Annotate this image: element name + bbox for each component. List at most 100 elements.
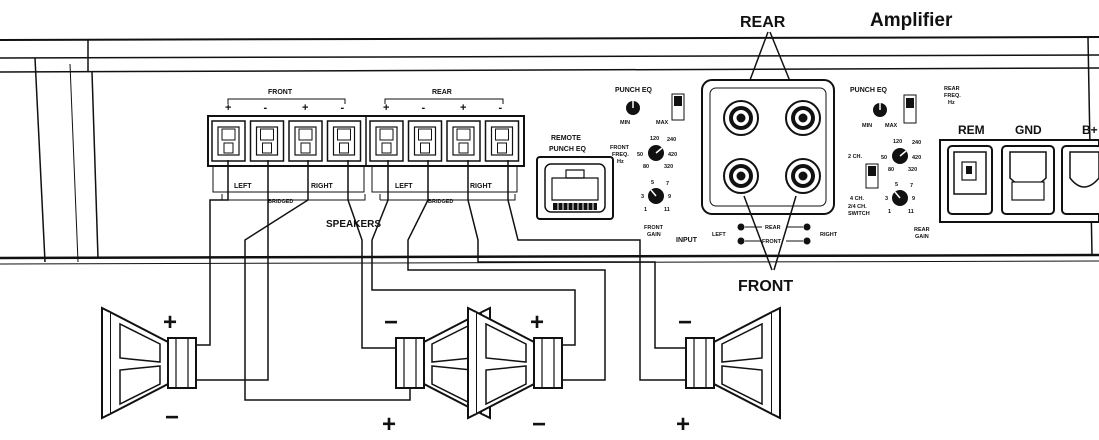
front-gain-tick-11: 11 xyxy=(664,207,670,213)
remote-label-1: REMOTE xyxy=(551,135,581,142)
speakers-label: SPEAKERS xyxy=(326,219,381,230)
speaker-terminal-4[interactable] xyxy=(326,120,362,162)
rear-gain-tick-1: 1 xyxy=(888,209,891,215)
power-terminal-block: REM GND B+ xyxy=(939,123,1099,223)
rear-gain-tick-11: 11 xyxy=(908,209,914,215)
speaker-1-bottom-sign: − xyxy=(165,404,179,431)
rear-gain-tick-7: 7 xyxy=(910,183,913,189)
rca-input-panel: INPUT LEFT RIGHT REAR FRONT xyxy=(676,79,838,245)
front-rca-callout: FRONT xyxy=(738,278,793,295)
terminal-polarity-5: + xyxy=(383,102,389,114)
rear-gain-label-2: GAIN xyxy=(915,234,929,240)
speaker-terminal-block: FRONT REAR +-+-+-+- LEFT RIGHT LEFT RIGH… xyxy=(207,89,525,230)
rear-right-label: RIGHT xyxy=(470,183,493,190)
front-gain-tick-9: 9 xyxy=(668,194,671,200)
rear-group-label: REAR xyxy=(432,89,452,96)
bplus-terminal[interactable] xyxy=(1061,145,1099,215)
speaker-terminal-3[interactable] xyxy=(288,120,323,162)
front-gain-tick-3: 3 xyxy=(641,194,644,200)
rca-front-right-jack[interactable] xyxy=(785,158,821,194)
terminal-polarity-7: + xyxy=(460,102,466,114)
front-gain-label-2: GAIN xyxy=(647,232,661,238)
rem-terminal[interactable] xyxy=(947,145,993,215)
front-freq-label-3: Hz xyxy=(617,159,624,165)
bplus-label: B+ xyxy=(1082,123,1098,137)
front-freq-label-2: FREQ. xyxy=(612,152,629,158)
speaker-4-top-sign: − xyxy=(678,309,692,336)
ch-switch-2ch: 2 CH. xyxy=(848,154,863,160)
rear-freq-tick-50: 50 xyxy=(881,155,887,161)
rear-gain-tick-9: 9 xyxy=(912,196,915,202)
ch-switch-24ch: 2/4 CH. xyxy=(848,204,867,210)
speaker-4-bottom-sign: + xyxy=(676,411,690,438)
front-freq-label-1: FRONT xyxy=(610,145,630,151)
terminal-polarity-1: + xyxy=(225,102,231,114)
rear-freq-label-2: FREQ. xyxy=(944,93,961,99)
rear-gain-label-1: REAR xyxy=(914,227,930,233)
rca-rear-right-jack[interactable] xyxy=(785,100,821,136)
remote-label-2: PUNCH EQ xyxy=(549,146,587,153)
speaker-1 xyxy=(101,306,197,420)
speaker-3-top-sign: + xyxy=(530,309,544,336)
speaker-3-bottom-sign: − xyxy=(532,411,546,438)
speaker-1-top-sign: + xyxy=(163,309,177,336)
front-controls: PUNCH EQ MIN MAX FRONT FREQ. Hz 120 240 … xyxy=(610,87,685,238)
speaker-2-top-sign: − xyxy=(384,309,398,336)
rear-controls: PUNCH EQ MIN MAX REAR FREQ. Hz 2 CH. 4 C… xyxy=(848,86,961,240)
rear-rca-callout: REAR xyxy=(740,14,786,31)
remote-punch-eq-port: REMOTE PUNCH EQ xyxy=(536,135,614,220)
speaker-terminal-1[interactable] xyxy=(211,120,246,162)
speaker-terminal-2[interactable] xyxy=(249,120,285,162)
punch-eq-2-max: MAX xyxy=(885,123,898,129)
punch-eq-1-label: PUNCH EQ xyxy=(615,87,653,94)
speaker-4 xyxy=(685,306,781,420)
front-freq-tick-240: 240 xyxy=(667,137,676,143)
rear-freq-tick-120: 120 xyxy=(893,139,902,145)
front-right-label: RIGHT xyxy=(311,183,334,190)
rear-freq-tick-420: 420 xyxy=(912,155,921,161)
terminal-polarity-6: - xyxy=(422,102,426,114)
rear-bracket xyxy=(384,98,504,104)
rca-front-left-jack[interactable] xyxy=(723,158,759,194)
front-freq-tick-320: 320 xyxy=(664,164,673,170)
rear-freq-tick-240: 240 xyxy=(912,140,921,146)
rear-freq-tick-320: 320 xyxy=(908,167,917,173)
front-callout-arrows xyxy=(743,195,797,271)
front-bracket xyxy=(227,98,346,104)
terminal-polarity-8: - xyxy=(499,102,503,114)
rear-gain-tick-3: 3 xyxy=(885,196,888,202)
front-freq-tick-120: 120 xyxy=(650,136,659,142)
speaker-terminal-5[interactable] xyxy=(369,120,404,162)
front-group-label: FRONT xyxy=(268,89,293,96)
ch-switch-label: SWITCH xyxy=(848,211,870,217)
terminal-polarity-3: + xyxy=(302,102,308,114)
speaker-terminal-6[interactable] xyxy=(407,120,443,162)
front-gain-tick-5: 5 xyxy=(651,180,654,186)
input-left-label: LEFT xyxy=(712,232,726,238)
speaker-3 xyxy=(467,306,563,420)
front-bridged-label: BRIDGED xyxy=(268,199,293,205)
input-right-label: RIGHT xyxy=(820,232,838,238)
gnd-terminal[interactable] xyxy=(1001,145,1055,215)
punch-eq-2-min: MIN xyxy=(862,123,872,129)
ch-switch-4ch: 4 CH. xyxy=(850,196,865,202)
speaker-terminal-7[interactable] xyxy=(446,120,481,162)
front-gain-tick-1: 1 xyxy=(644,207,647,213)
rear-freq-label-1: REAR xyxy=(944,86,960,92)
punch-eq-1-min: MIN xyxy=(620,120,630,126)
front-freq-tick-80: 80 xyxy=(643,164,649,170)
rear-gain-tick-5: 5 xyxy=(895,182,898,188)
speaker-wires xyxy=(196,160,686,401)
rear-freq-label-3: Hz xyxy=(948,100,955,106)
punch-eq-2-label: PUNCH EQ xyxy=(850,87,888,94)
speaker-terminal-8[interactable] xyxy=(484,120,520,162)
punch-eq-1-max: MAX xyxy=(656,120,669,126)
rca-rear-left-jack[interactable] xyxy=(723,100,759,136)
input-front-label: FRONT xyxy=(762,239,782,245)
rear-freq-tick-80: 80 xyxy=(888,167,894,173)
amplifier-title: Amplifier xyxy=(870,10,953,31)
input-label: INPUT xyxy=(676,237,698,244)
terminal-polarity-2: - xyxy=(264,102,268,114)
rem-label: REM xyxy=(958,123,985,137)
front-gain-label-1: FRONT xyxy=(644,225,664,231)
